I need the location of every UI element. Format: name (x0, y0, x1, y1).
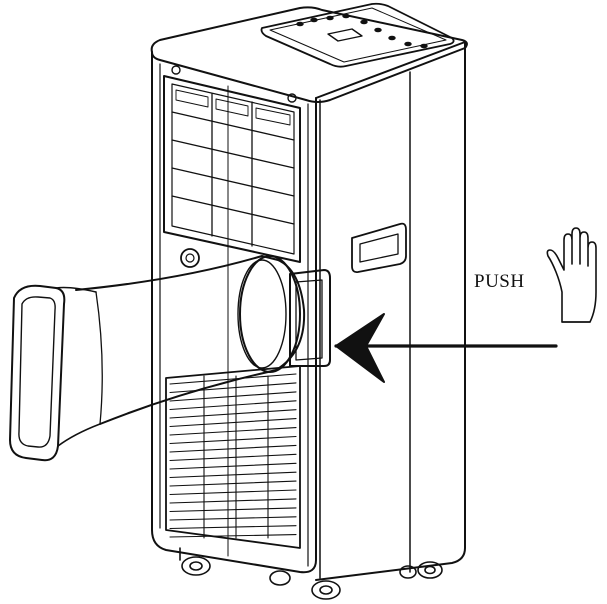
casters (179, 547, 443, 600)
grille-slat (169, 498, 297, 504)
grille-slat (169, 427, 297, 436)
lower-grille (165, 365, 301, 549)
caster-front-left (179, 547, 211, 576)
arrow-icon (334, 313, 558, 383)
grille-slat (169, 516, 297, 521)
grille-slat (169, 391, 297, 402)
grille-slat (169, 453, 297, 462)
caster-rear-left (269, 570, 291, 586)
exhaust-hose (9, 255, 331, 462)
grille-slat (169, 507, 297, 513)
grille-slat (169, 444, 297, 453)
unit-top (150, 6, 468, 103)
hand-icon (546, 227, 597, 323)
grille-slat (169, 409, 297, 419)
drain-knob (180, 248, 200, 268)
grille-slat (169, 373, 297, 385)
control-panel (260, 2, 455, 68)
grille-slat (169, 462, 297, 470)
upper-filter-grille (163, 65, 301, 263)
window-nozzle (9, 284, 66, 462)
grille-slat (169, 534, 297, 538)
grille-slat (169, 400, 297, 411)
caster-rear-right (417, 561, 443, 579)
adapter-plate (289, 269, 331, 367)
push-label: PUSH (474, 271, 525, 292)
grille-slat (169, 382, 297, 394)
panel-buttons (296, 13, 428, 49)
unit-side-face (315, 41, 466, 581)
clip-knob (287, 93, 297, 103)
unit-front-face (151, 51, 317, 574)
grille-slat (169, 489, 297, 496)
grille-slat (169, 418, 297, 428)
grille-slat (169, 435, 297, 445)
side-handle (351, 222, 407, 274)
caster-front-right (311, 580, 341, 600)
grille-slat (169, 525, 297, 530)
unit-body (150, 6, 468, 581)
display-window (327, 28, 363, 42)
grille-slat (169, 480, 297, 487)
grille-slat (169, 471, 297, 479)
clip-knob (171, 65, 181, 75)
